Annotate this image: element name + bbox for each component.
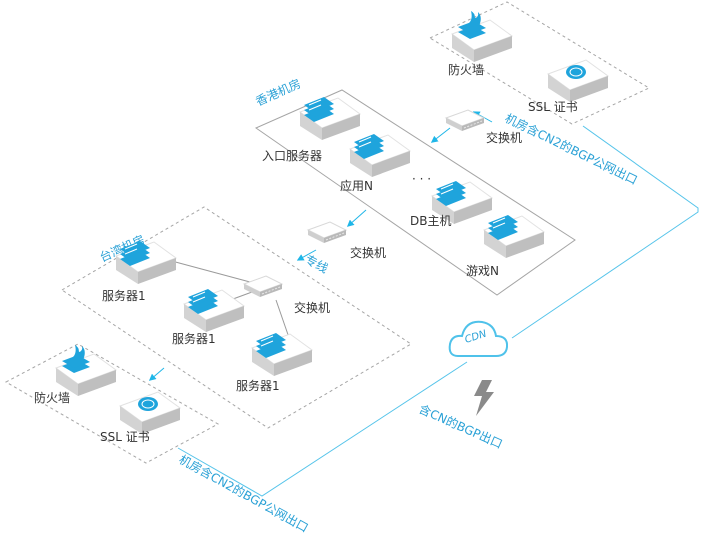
hk-db-server-label: DB主机 <box>410 214 451 228</box>
hk-to-mid-switch-arrow <box>346 209 367 227</box>
hk-app-server-node[interactable] <box>349 133 411 178</box>
tw-server1-label: 服务器1 <box>102 288 146 303</box>
mid-switch-to-tw-arrow <box>296 249 317 261</box>
bottom-bgp-link-line <box>177 361 468 497</box>
ssl-bottom-node[interactable] <box>119 391 181 435</box>
firewall-bottom-label: 防火墙 <box>34 390 70 405</box>
switch-top-node[interactable] <box>445 109 485 132</box>
cdn-node[interactable]: CDN <box>448 320 509 357</box>
firewall-top-node[interactable] <box>451 11 513 63</box>
ssl-certificate-icon <box>566 65 586 79</box>
hk-more-servers-dots: · · · <box>412 172 431 186</box>
firewall-icon <box>458 11 486 39</box>
tw-server3-node[interactable] <box>251 332 313 377</box>
tw-switch-node[interactable] <box>243 275 283 298</box>
tw-to-bottom-security-arrow <box>148 367 165 381</box>
firewall-bottom-node[interactable] <box>55 345 117 397</box>
switch-top-label: 交换机 <box>486 130 522 145</box>
bottom-bgp-label: 机房含CN2的BGP公网出口 <box>177 452 312 536</box>
hk-zone-title: 香港机房 <box>253 76 303 109</box>
dedicated-line-label: 专线 <box>303 251 331 276</box>
switch-mid-label: 交换机 <box>350 245 386 260</box>
cdn-cloud-icon <box>448 320 509 357</box>
ssl-top-node[interactable] <box>547 59 609 103</box>
top-security-zone <box>428 1 651 125</box>
firewall-icon <box>62 345 90 373</box>
hk-game-server-node[interactable] <box>483 214 545 259</box>
hk-app-server-label: 应用N <box>340 178 373 193</box>
switch-to-hk-arrow <box>430 127 451 143</box>
tw-server2-node[interactable] <box>183 288 245 333</box>
tw-server3-label: 服务器1 <box>236 378 280 393</box>
tw-switch-label: 交换机 <box>294 300 330 315</box>
ssl-certificate-icon <box>138 397 158 411</box>
lightning-icon <box>474 380 494 416</box>
cdn-bgp-label: 含CN的BGP出口 <box>417 401 505 451</box>
ssl-bottom-label: SSL 证书 <box>100 430 150 444</box>
top-bgp-label: 机房含CN2的BGP公网出口 <box>503 110 640 187</box>
ssl-top-label: SSL 证书 <box>528 100 578 114</box>
hk-game-server-label: 游戏N <box>466 264 499 278</box>
hk-entry-server-label: 入口服务器 <box>262 148 322 163</box>
tw-server1-node[interactable] <box>115 240 177 285</box>
switch-mid-node[interactable] <box>307 221 347 244</box>
bottom-security-zone <box>4 343 220 464</box>
top-bgp-link-line <box>511 125 699 339</box>
hk-entry-server-node[interactable] <box>299 96 361 141</box>
tw-server2-label: 服务器1 <box>172 331 216 346</box>
firewall-top-label: 防火墙 <box>448 62 484 77</box>
tw-datacenter-zone <box>61 206 412 429</box>
